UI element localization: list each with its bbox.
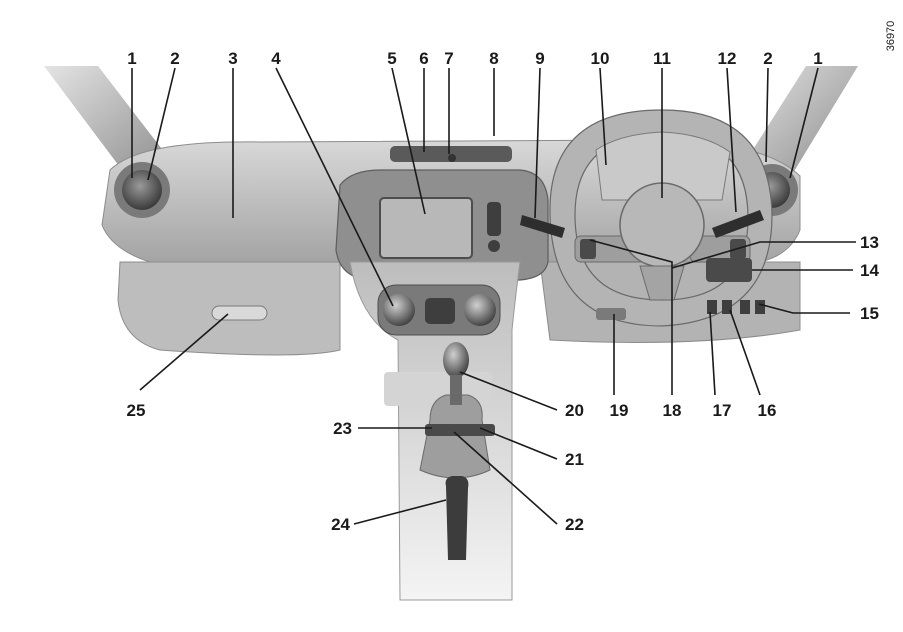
callout-7: 7 [444, 49, 453, 68]
wheel-lower-spoke [639, 265, 685, 301]
callout-14: 14 [860, 261, 879, 280]
switch-c [740, 300, 750, 314]
sensor [448, 154, 456, 162]
switch-d [755, 300, 765, 314]
glovebox-handle [211, 305, 268, 321]
callout-18: 18 [663, 401, 682, 420]
callout-10: 10 [591, 49, 610, 68]
callout-17: 17 [713, 401, 732, 420]
callout-13: 13 [860, 233, 879, 252]
callout-4: 4 [271, 49, 281, 68]
callout-24: 24 [331, 515, 350, 534]
callout-5: 5 [387, 49, 396, 68]
center-top-vent [390, 146, 512, 162]
left-stalk [520, 215, 565, 238]
callout-2-right: 2 [763, 49, 772, 68]
callout-23: 23 [333, 419, 352, 438]
parking-brake [445, 476, 469, 560]
callout-21: 21 [565, 450, 584, 469]
callout-22: 22 [565, 515, 584, 534]
right-pillar [740, 66, 858, 178]
callout-1-right: 1 [813, 49, 822, 68]
callout-16: 16 [758, 401, 777, 420]
callout-19: 19 [610, 401, 629, 420]
gear-knob [443, 342, 469, 378]
console-switches [425, 424, 495, 436]
wheel-left-buttons [580, 239, 596, 259]
switch-cluster [706, 258, 752, 282]
callout-2-left: 2 [170, 49, 179, 68]
switch-a [707, 300, 717, 314]
bonnet-release [596, 308, 626, 320]
callout-8: 8 [489, 49, 498, 68]
gear-shaft [450, 375, 462, 405]
callout-1-left: 1 [127, 49, 136, 68]
callout-9: 9 [535, 49, 544, 68]
left-vent [122, 170, 162, 210]
callout-labels: 1 2 3 4 5 6 7 8 9 10 11 12 2 1 13 14 15 … [127, 49, 880, 534]
climate-left-knob [383, 294, 415, 326]
screen-buttons [487, 202, 501, 236]
right-stalk [712, 210, 764, 238]
multimedia-screen [379, 197, 473, 259]
callout-25: 25 [127, 401, 146, 420]
callout-6: 6 [419, 49, 428, 68]
leader-lines [131, 67, 856, 525]
callout-20: 20 [565, 401, 584, 420]
climate-buttons [425, 298, 455, 324]
climate-right-knob [464, 294, 496, 326]
callout-15: 15 [860, 304, 879, 323]
screen-knob [488, 240, 500, 252]
callout-12: 12 [718, 49, 737, 68]
figure-reference-code: 36970 [885, 21, 897, 52]
switch-b [722, 300, 732, 314]
callout-3: 3 [228, 49, 237, 68]
instrument-cluster [595, 131, 731, 201]
left-pillar [44, 66, 178, 178]
callout-11: 11 [653, 49, 671, 68]
